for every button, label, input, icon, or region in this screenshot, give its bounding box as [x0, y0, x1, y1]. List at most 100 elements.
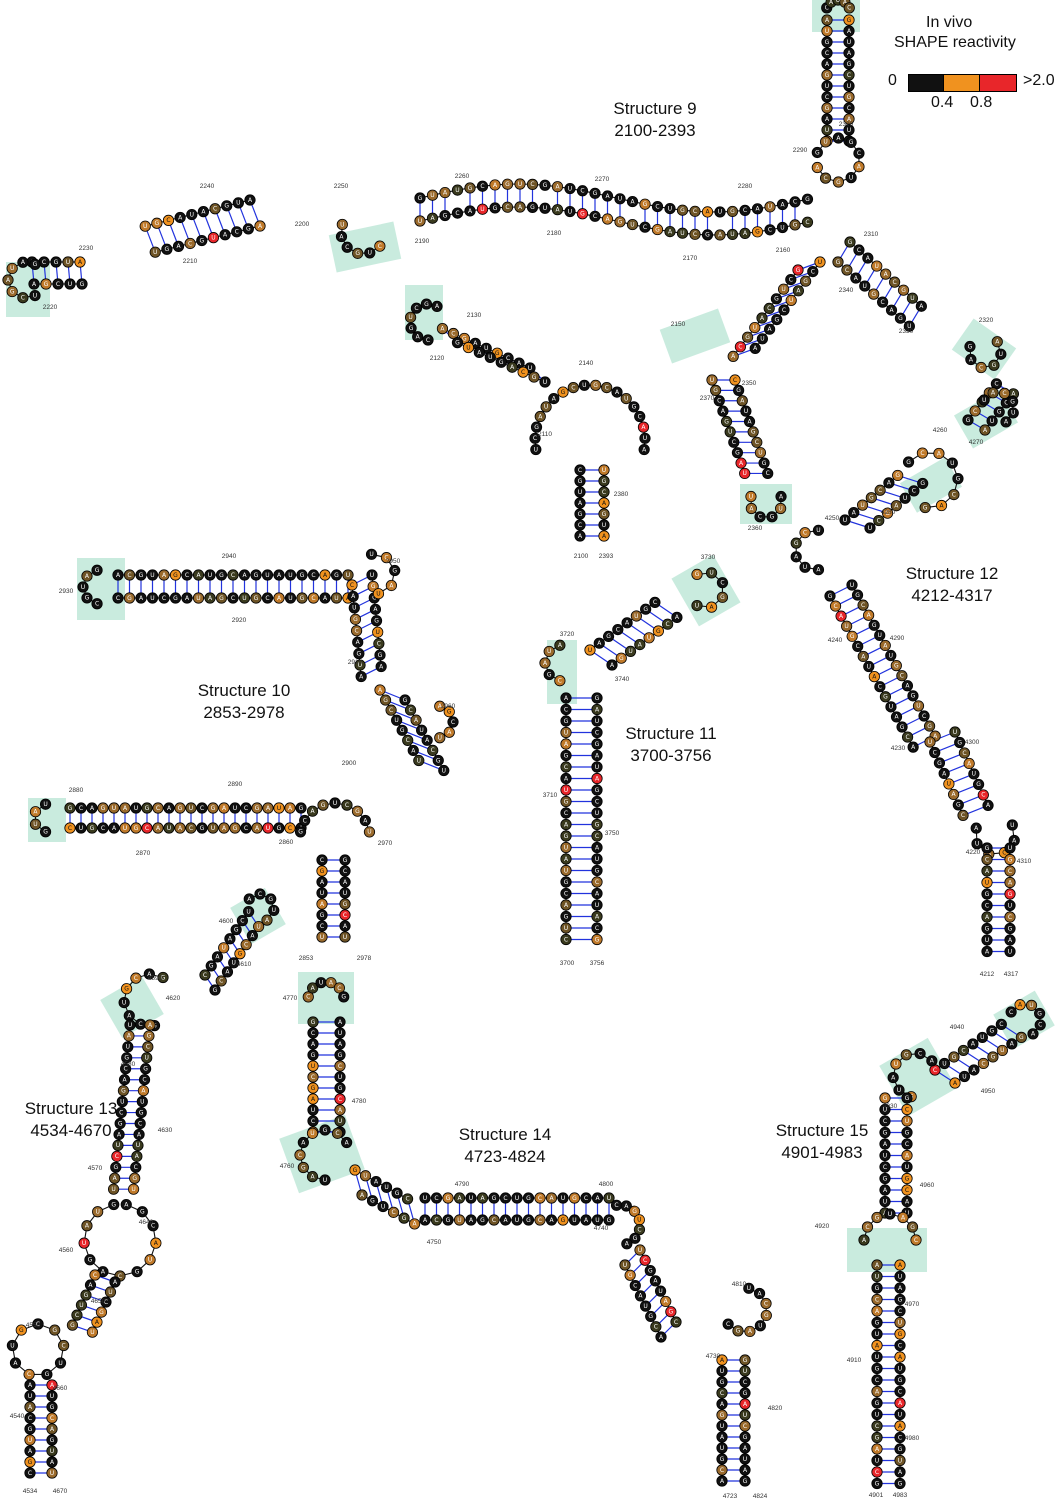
svg-text:A: A: [438, 703, 443, 710]
svg-text:G: G: [443, 212, 448, 219]
svg-text:C: C: [905, 734, 909, 741]
svg-text:U: U: [582, 382, 586, 389]
loop-nucleotide: A: [359, 814, 371, 827]
svg-text:G: G: [643, 606, 648, 613]
svg-text:G: G: [869, 495, 874, 502]
sequence-start-label: 4212: [980, 971, 995, 978]
svg-text:A: A: [33, 809, 38, 816]
svg-text:C: C: [961, 812, 965, 819]
svg-text:U: U: [272, 907, 276, 914]
loop-nucleotide: A: [832, 132, 845, 144]
svg-text:C: C: [564, 706, 568, 713]
svg-text:A: A: [564, 821, 569, 828]
nucleotide: G: [716, 1453, 728, 1465]
svg-text:G: G: [883, 1129, 888, 1136]
svg-text:G: G: [234, 926, 239, 933]
svg-text:A: A: [595, 775, 600, 782]
svg-text:A: A: [740, 398, 745, 405]
position-label: 2200: [295, 221, 310, 228]
nucleotide: U: [739, 1453, 751, 1465]
nucleotide: U: [451, 184, 464, 196]
svg-text:U: U: [709, 570, 713, 577]
svg-text:G: G: [745, 334, 750, 341]
nucleotide: U: [119, 822, 131, 834]
nucleotide: A: [439, 186, 451, 199]
nucleotide: C: [762, 467, 774, 480]
svg-text:G: G: [173, 572, 178, 579]
svg-text:A: A: [116, 572, 121, 579]
loop-nucleotide: U: [364, 247, 376, 259]
legend-title-line2: SHAPE reactivity: [894, 34, 1016, 51]
svg-text:G: G: [1010, 398, 1015, 405]
svg-text:U: U: [564, 925, 568, 932]
svg-text:G: G: [45, 1371, 50, 1378]
position-label: 4580: [121, 1061, 136, 1068]
loop-nucleotide: G: [39, 826, 52, 838]
svg-text:U: U: [221, 945, 225, 952]
svg-text:A: A: [825, 17, 830, 24]
position-label: 2360: [748, 525, 763, 532]
nucleotide: G: [414, 192, 426, 204]
nucleotide: G: [130, 822, 142, 834]
svg-text:G: G: [602, 478, 607, 485]
svg-text:U: U: [628, 648, 632, 655]
svg-text:G: G: [139, 1109, 144, 1116]
nucleotide: C: [713, 395, 725, 407]
nucleotide: C: [385, 704, 397, 716]
nucleotide: G: [598, 508, 610, 520]
nucleotide: U: [112, 1139, 124, 1151]
nucleotide: G: [169, 569, 182, 581]
loop-nucleotide: A: [306, 1171, 319, 1183]
svg-text:G: G: [724, 418, 729, 425]
svg-text:U: U: [844, 623, 848, 630]
svg-text:G: G: [976, 781, 981, 788]
nucleotide: G: [46, 1401, 58, 1413]
loop-nucleotide: A: [853, 161, 865, 173]
loop-nucleotide: U: [543, 645, 555, 658]
nucleotide: G: [923, 720, 936, 732]
svg-text:C: C: [306, 994, 310, 1001]
svg-text:U: U: [469, 1195, 473, 1202]
nucleotide: C: [629, 1279, 641, 1292]
svg-text:G: G: [595, 787, 600, 794]
svg-text:G: G: [793, 222, 798, 229]
svg-text:C: C: [434, 1195, 438, 1202]
svg-text:G: G: [134, 825, 139, 832]
svg-text:C: C: [320, 923, 324, 930]
svg-text:G: G: [495, 350, 500, 357]
nucleotide: C: [894, 1385, 906, 1398]
nucleotide: C: [138, 1074, 151, 1086]
svg-text:U: U: [875, 1331, 879, 1338]
svg-text:U: U: [883, 1152, 887, 1159]
svg-text:C: C: [875, 1296, 879, 1303]
svg-text:U: U: [910, 295, 914, 302]
nucleotide: G: [557, 1214, 569, 1226]
svg-text:A: A: [894, 503, 899, 510]
svg-text:C: C: [720, 1390, 724, 1397]
position-label: 3720: [560, 631, 575, 638]
nucleotide: A: [174, 822, 186, 834]
loop-nucleotide: G: [91, 564, 103, 576]
position-label: 2130: [467, 312, 482, 319]
nucleotide: U: [185, 802, 197, 814]
loop-nucleotide: A: [858, 1234, 870, 1246]
nucleotide: C: [404, 704, 417, 716]
svg-text:G: G: [402, 1215, 407, 1222]
svg-text:U: U: [658, 1288, 662, 1295]
loop-nucleotide: G: [871, 1211, 883, 1224]
svg-text:G: G: [530, 204, 535, 211]
svg-text:C: C: [803, 529, 807, 536]
svg-text:U: U: [1008, 948, 1012, 955]
svg-text:A: A: [373, 606, 378, 613]
loop-nucleotide: G: [760, 1309, 772, 1322]
svg-text:C: C: [50, 1415, 54, 1422]
svg-text:A: A: [323, 572, 328, 579]
svg-text:U: U: [950, 460, 954, 467]
nucleotide: G: [221, 200, 233, 212]
svg-text:A: A: [430, 215, 435, 222]
svg-text:U: U: [338, 1074, 342, 1081]
svg-text:A: A: [1008, 879, 1013, 886]
nucleotide: U: [821, 80, 833, 92]
nucleotide: G: [624, 1269, 636, 1281]
loop-nucleotide: U: [946, 457, 958, 469]
